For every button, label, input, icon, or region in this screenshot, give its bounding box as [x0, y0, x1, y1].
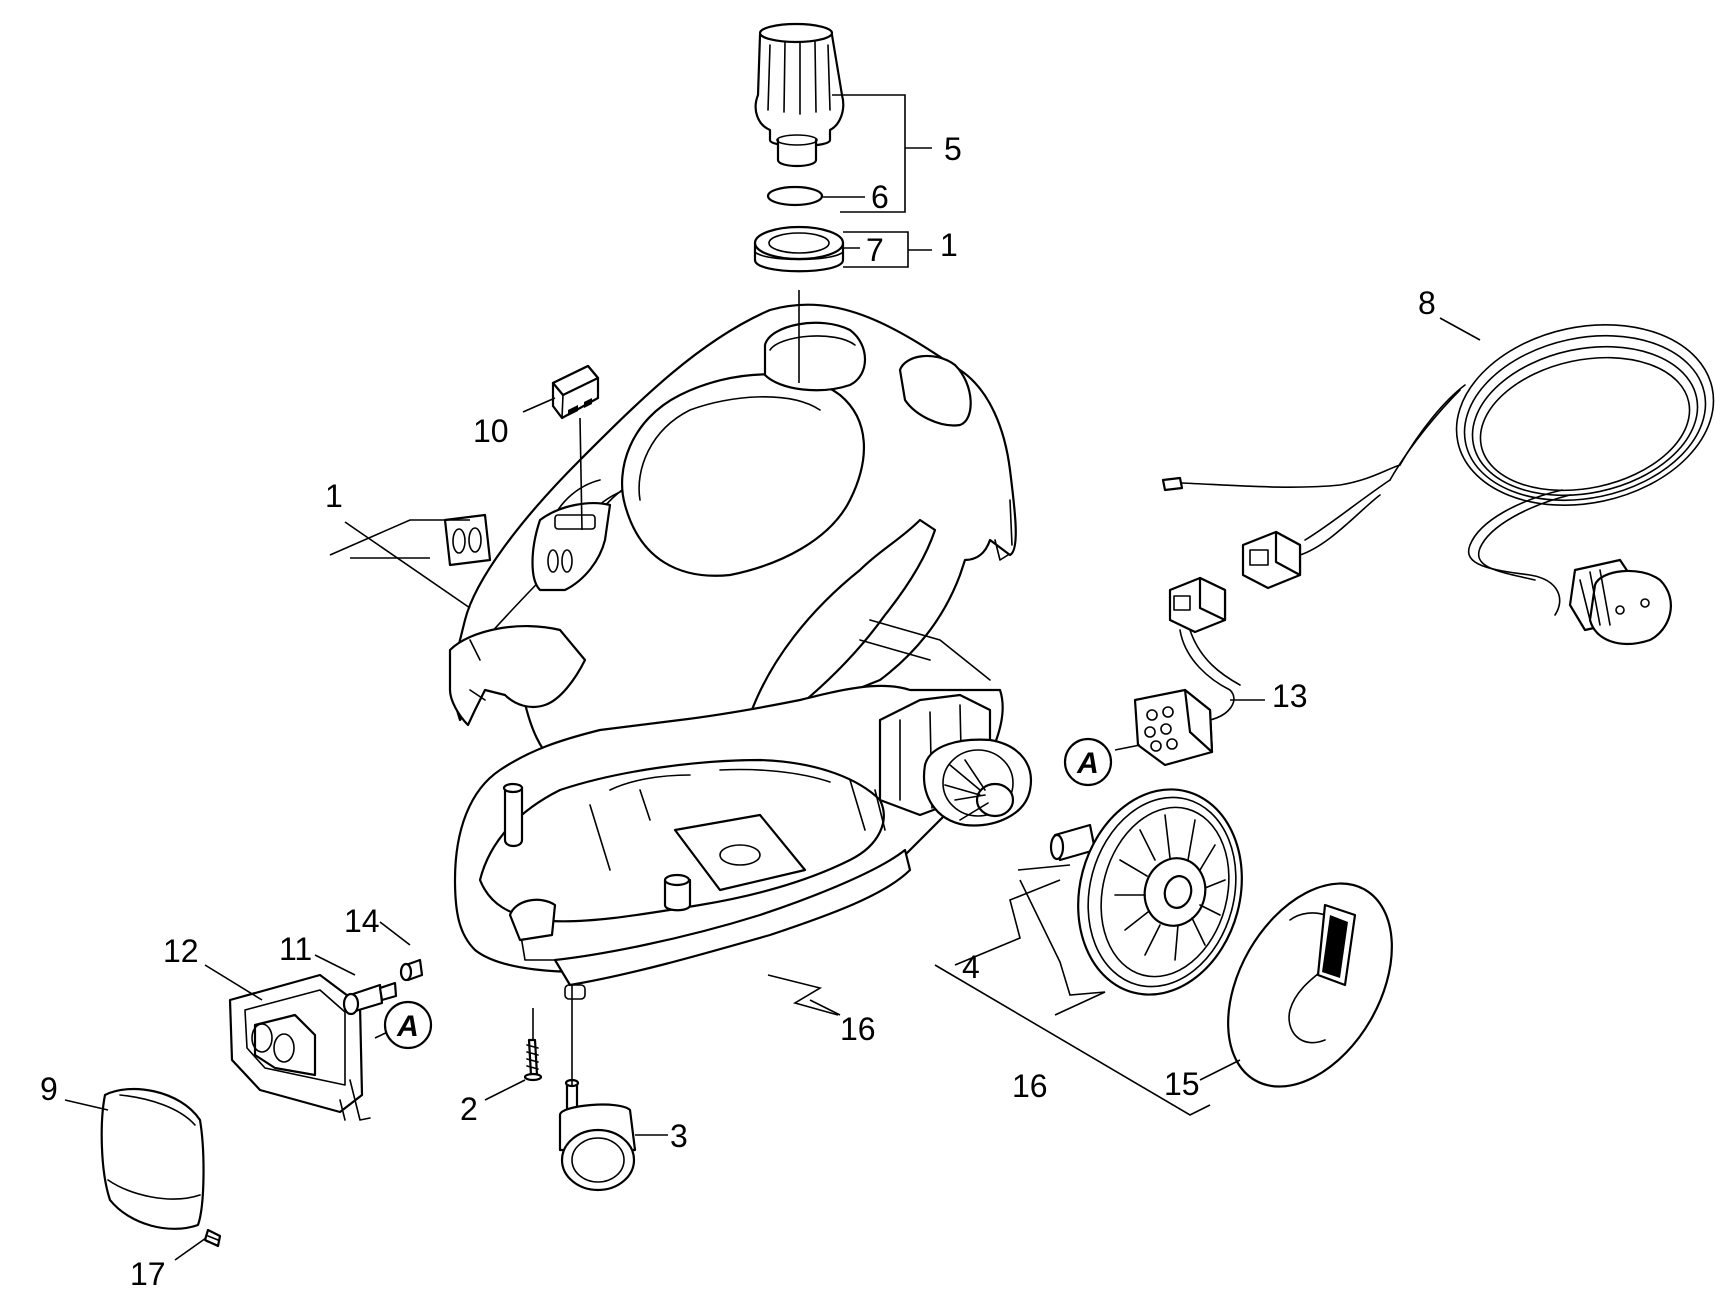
callout-12: 12 [163, 933, 199, 969]
callout-4: 4 [962, 949, 980, 985]
part-4-axle [1049, 823, 1097, 862]
part-11-plug-adapter [342, 981, 398, 1016]
callout-7: 7 [866, 232, 884, 268]
callout-labels: 5 6 7 1 8 10 1 13 14 11 12 4 16 16 15 9 … [40, 131, 1436, 1292]
part-8-mains-cable [1161, 323, 1715, 645]
part-7-threaded-ring [753, 225, 845, 273]
reference-a-right-label: A [1076, 747, 1099, 780]
callout-8: 8 [1418, 285, 1436, 321]
callout-14: 14 [344, 903, 380, 939]
callout-1-top: 1 [940, 227, 958, 263]
part-12-socket-plate [228, 973, 371, 1121]
callout-15: 15 [1164, 1066, 1200, 1102]
part-1-sticker [443, 513, 492, 567]
callout-2: 2 [460, 1091, 478, 1127]
callout-1-left: 1 [325, 478, 343, 514]
callout-10: 10 [473, 413, 509, 449]
part-13-connector-harness [1133, 576, 1241, 767]
part-3-caster [558, 1078, 637, 1192]
hub-housing-mount [922, 738, 1033, 827]
callout-6: 6 [871, 179, 889, 215]
part-17-small-screw [203, 1228, 222, 1248]
callout-9: 9 [40, 1071, 58, 1107]
callout-5: 5 [944, 131, 962, 167]
callout-11: 11 [279, 931, 312, 967]
part-6-o-ring [766, 185, 824, 207]
housing-cover [448, 303, 1017, 792]
part-9-cover-flap [100, 1087, 205, 1230]
reference-a-left: A [383, 1000, 433, 1050]
part-10-rocker-switch [551, 364, 600, 420]
callout-3: 3 [670, 1118, 688, 1154]
part-2-screw [523, 1038, 543, 1082]
rear-wheel [1077, 788, 1243, 996]
reference-a-right: A [1063, 737, 1113, 787]
part-14-small-cap [399, 958, 424, 982]
reference-a-left-label: A [396, 1010, 419, 1043]
part-5-knob-cap [754, 22, 845, 168]
part-15-hub-cap [1227, 882, 1393, 1088]
callout-16-center: 16 [840, 1011, 876, 1047]
callout-13: 13 [1272, 678, 1308, 714]
callout-17: 17 [130, 1256, 166, 1292]
callout-16-right: 16 [1012, 1068, 1048, 1104]
leader-lines [64, 94, 1481, 1261]
